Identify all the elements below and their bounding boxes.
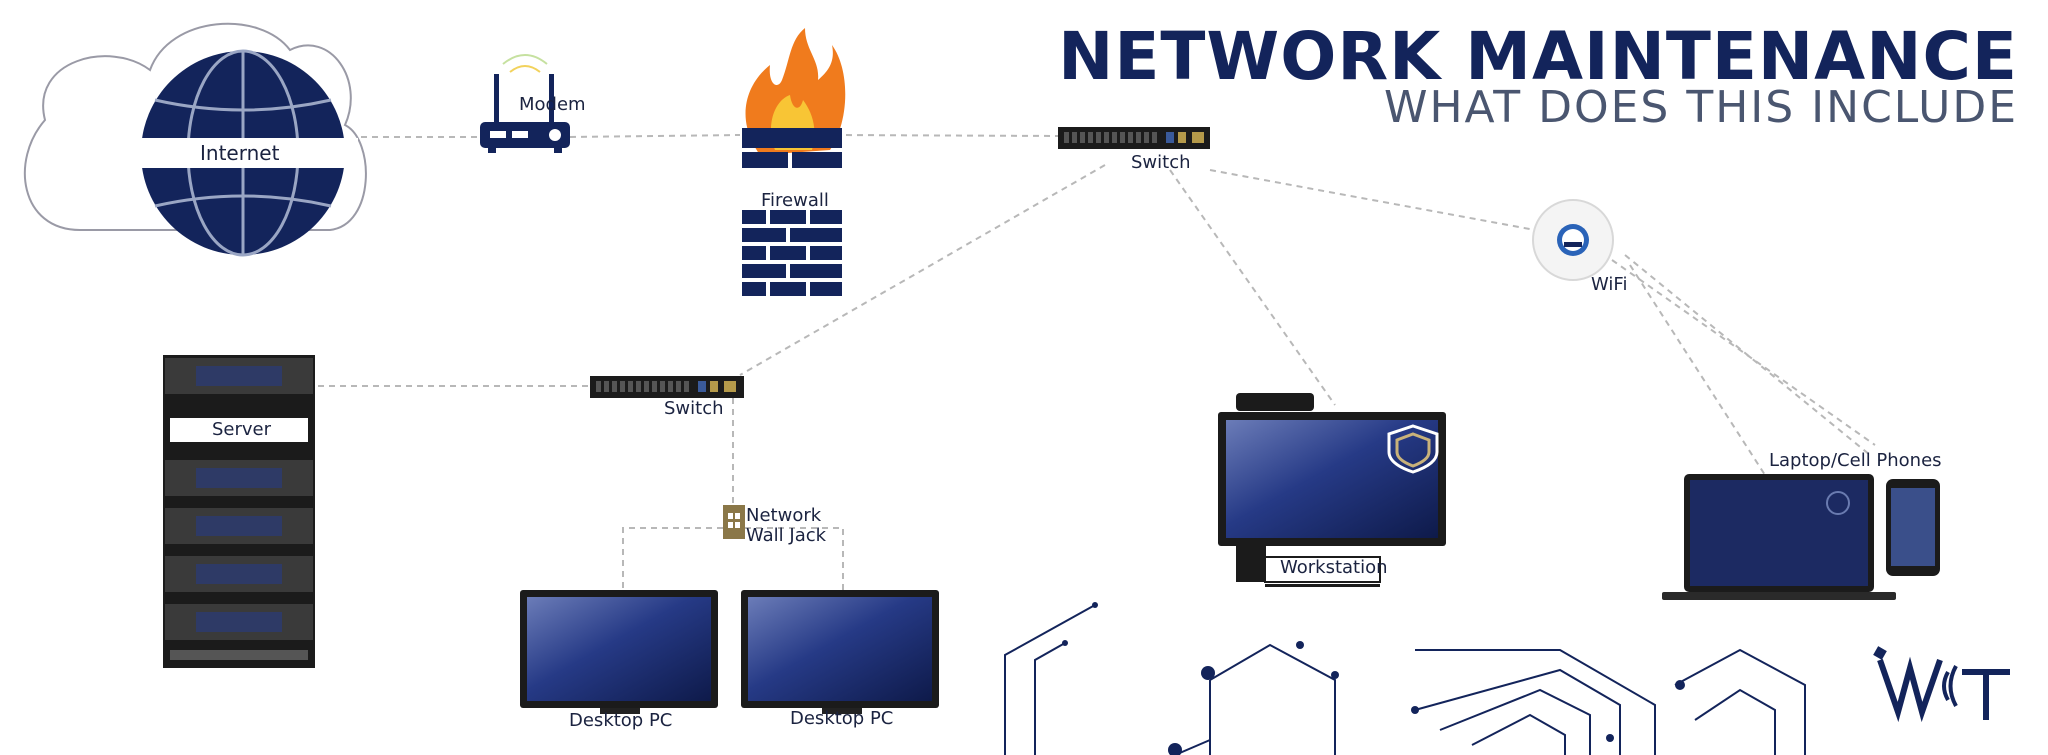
modem-label: Modem <box>519 94 586 115</box>
modem-icon <box>480 54 570 153</box>
page-title: NETWORK MAINTENANCE <box>1058 18 2018 95</box>
desktop-pc-1-label: Desktop PC <box>569 710 673 731</box>
internet-label: Internet <box>200 141 280 165</box>
wall-jack-label: Network Wall Jack <box>746 505 827 546</box>
server-label: Server <box>212 419 272 440</box>
firewall-icon <box>742 28 846 296</box>
desktop-monitor-1-icon <box>520 590 718 714</box>
switch-top-icon <box>1058 127 1210 149</box>
wall-jack-icon <box>723 505 745 539</box>
circuit-decoration <box>1004 604 1806 755</box>
switch-mid-icon <box>590 376 744 398</box>
laptop-icon <box>1662 474 1896 600</box>
wifi-label: WiFi <box>1591 274 1628 295</box>
cell-phone-icon <box>1886 479 1940 576</box>
firewall-label: Firewall <box>761 190 829 211</box>
connection-lines <box>318 134 1876 590</box>
laptop-phones-label: Laptop/Cell Phones <box>1769 450 1942 471</box>
wt-logo <box>1873 646 2010 723</box>
switch-top-label: Switch <box>1131 152 1191 173</box>
wifi-access-point-icon <box>1532 199 1614 281</box>
workstation-icon <box>1218 393 1446 587</box>
workstation-label: Workstation <box>1280 557 1388 578</box>
desktop-pc-2-label: Desktop PC <box>790 708 894 729</box>
globe-icon <box>130 49 358 257</box>
page-subtitle: WHAT DOES THIS INCLUDE <box>1383 82 2018 133</box>
desktop-monitor-2-icon <box>741 590 939 714</box>
server-rack-icon <box>163 355 315 668</box>
circuit-nodes <box>1062 602 1685 755</box>
switch-mid-label: Switch <box>664 398 724 419</box>
